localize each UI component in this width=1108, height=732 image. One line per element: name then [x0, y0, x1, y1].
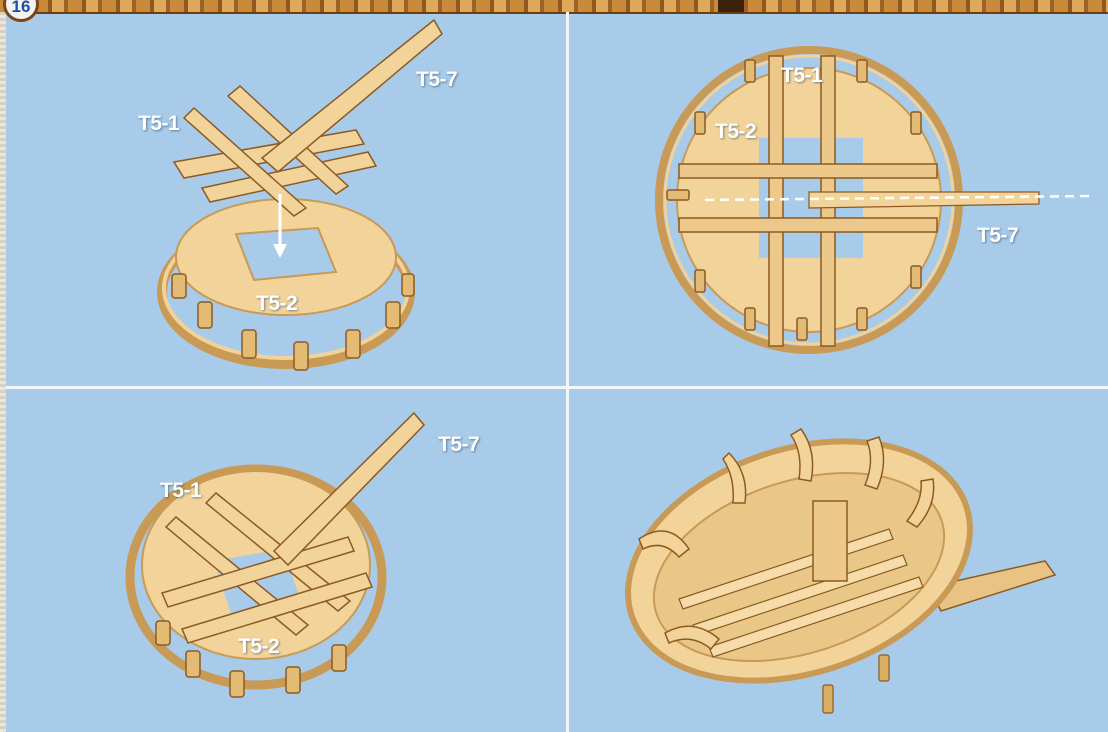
panel-1-model-illustration: [6, 12, 566, 386]
panel-2-model-illustration: [569, 12, 1108, 386]
panel-4-model-illustration: [569, 389, 1108, 732]
panel-3-label-t5-7: T5-7: [438, 433, 479, 457]
panel-2-label-t5-1: T5-1: [781, 64, 822, 88]
panel-2-label-t5-7: T5-7: [977, 224, 1018, 248]
panel-1-label-t5-2: T5-2: [256, 292, 297, 316]
panel-4-finished-view: [569, 389, 1108, 732]
panel-2-top-view: T5-1 T5-2 T5-7: [569, 12, 1108, 386]
panel-3-model-illustration: [6, 389, 566, 732]
panel-3-label-t5-1: T5-1: [160, 479, 201, 503]
panel-1-label-t5-1: T5-1: [138, 112, 179, 136]
panel-3-label-t5-2: T5-2: [238, 635, 279, 659]
panel-1-exploded-view: T5-1 T5-7 T5-2: [6, 12, 566, 386]
panel-2-label-t5-2: T5-2: [715, 120, 756, 144]
panel-1-label-t5-7: T5-7: [416, 68, 457, 92]
panel-3-assembled-view: T5-1 T5-7 T5-2: [6, 389, 566, 732]
border-gap: [718, 0, 744, 12]
